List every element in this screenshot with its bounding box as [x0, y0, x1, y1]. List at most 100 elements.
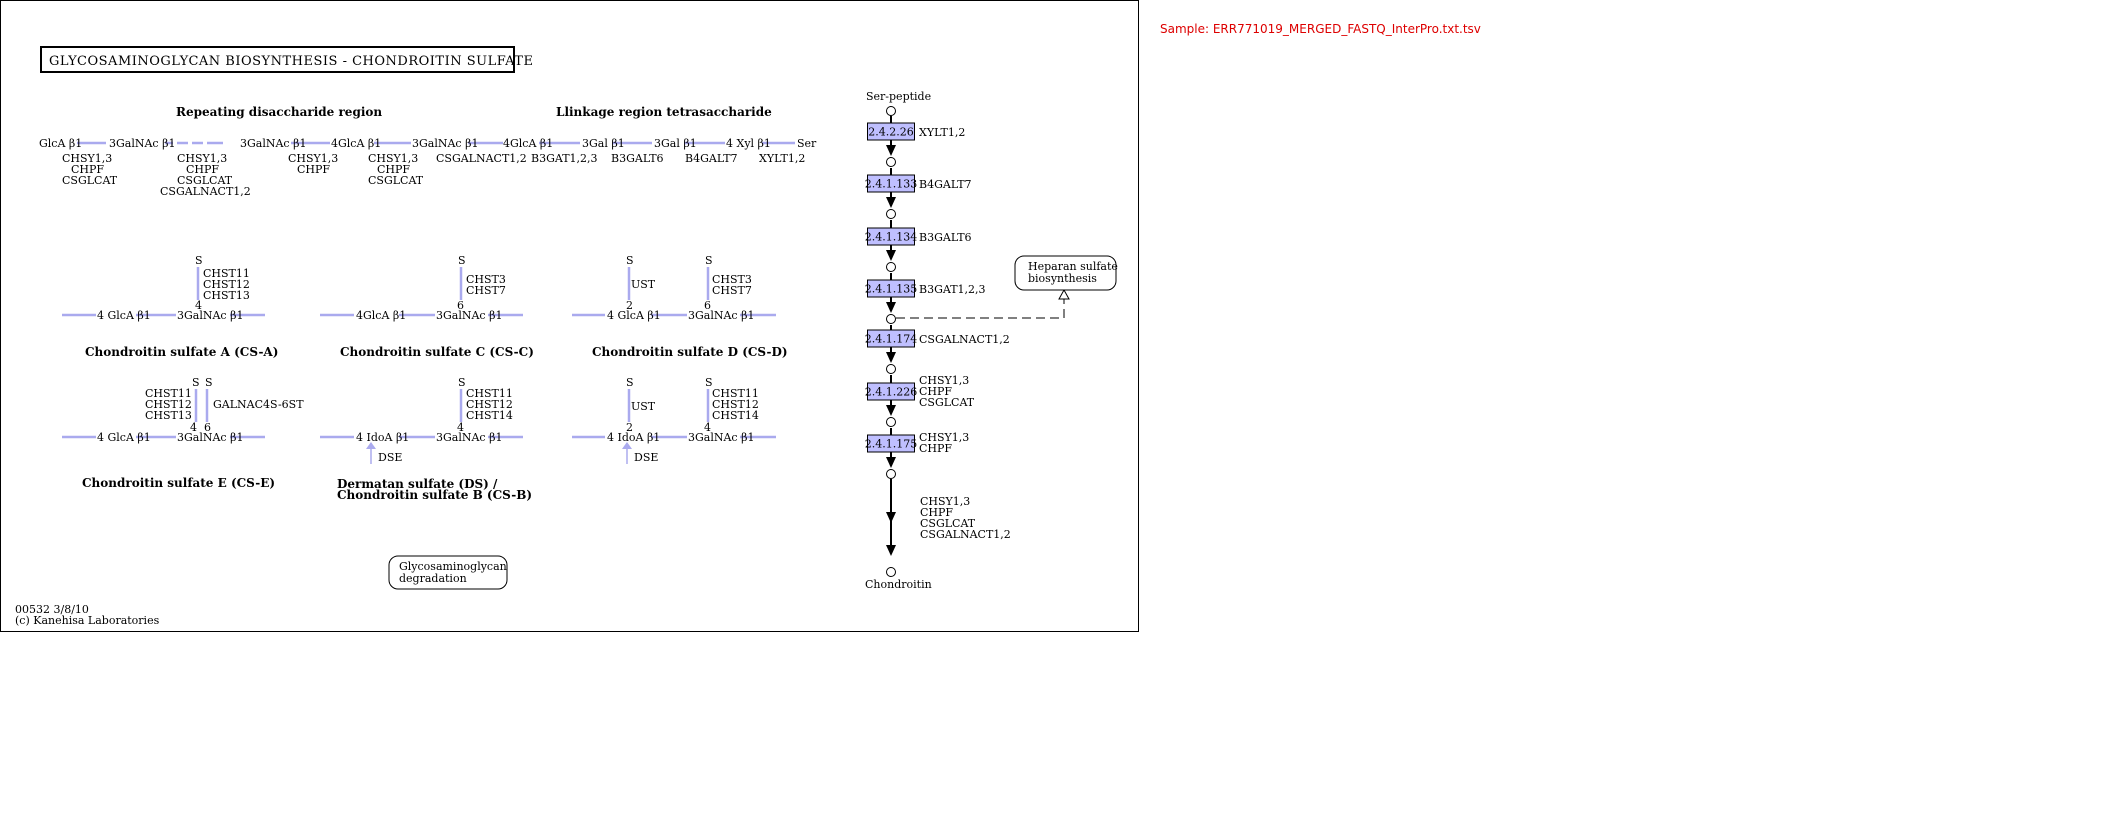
enzyme-label[interactable]: CSGLCAT [920, 517, 976, 530]
glca-residue-1: GlcA β1 [39, 137, 82, 150]
enzyme-label[interactable]: CSGLCAT [177, 174, 233, 187]
gene-label[interactable]: B3GAT1,2,3 [919, 283, 986, 296]
enzyme-label[interactable]: CHST3 [466, 273, 506, 286]
ser-residue: Ser [797, 137, 817, 150]
ec-number[interactable]: 2.4.1.134 [865, 231, 917, 244]
enzyme-label[interactable]: CHPF [71, 163, 104, 176]
cs-d-label: Chondroitin sulfate D (CS-D) [592, 345, 788, 359]
galnac-residue: 3GalNAc β1 [177, 431, 243, 444]
enzyme-label[interactable]: CSGLCAT [62, 174, 118, 187]
enzyme-label[interactable]: B4GALT7 [685, 152, 738, 165]
enzyme-label[interactable]: CHSY1,3 [288, 152, 338, 165]
enzyme-label[interactable]: B3GAT1,2,3 [531, 152, 598, 165]
position-label: 4 [704, 421, 711, 434]
heparan-map-link[interactable]: Heparan sulfate biosynthesis [1014, 255, 1118, 291]
ec-number[interactable]: 2.4.1.133 [865, 178, 917, 191]
cs-d-structure: S S 2 6 4 GlcA β1 3GalNAc β1 UST CHST3 C… [572, 254, 788, 359]
gene-label[interactable]: CHPF [919, 385, 952, 398]
enzyme-label[interactable]: CHST11 [466, 387, 513, 400]
degradation-link-line1: Glycosaminoglycan [399, 560, 507, 573]
galnac-residue-1: 3GalNAc β1 [109, 137, 175, 150]
enzyme-label[interactable]: CHST13 [145, 409, 192, 422]
compound-node [886, 157, 896, 167]
enzyme-label[interactable]: UST [631, 400, 656, 413]
enzyme-label[interactable]: DSE [378, 451, 402, 464]
enzyme-label[interactable]: CHST12 [466, 398, 513, 411]
enzyme-label[interactable]: UST [631, 278, 656, 291]
enzyme-label[interactable]: CHST11 [203, 267, 250, 280]
enzyme-label[interactable]: CHSY1,3 [62, 152, 112, 165]
arrow-head [886, 457, 896, 468]
arrow-head [886, 405, 896, 416]
enzyme-label[interactable]: CSGALNACT1,2 [160, 185, 251, 198]
enzyme-label[interactable]: CHSY1,3 [368, 152, 418, 165]
gene-label[interactable]: CSGALNACT1,2 [919, 333, 1010, 346]
gene-label[interactable]: XYLT1,2 [919, 126, 965, 139]
compound-node [886, 106, 896, 116]
enzyme-label[interactable]: CHST13 [203, 289, 250, 302]
position-label: 6 [457, 299, 464, 312]
gene-label[interactable]: CHPF [919, 442, 952, 455]
enzyme-label[interactable]: CHST14 [712, 409, 759, 422]
enzyme-label[interactable]: CHPF [186, 163, 219, 176]
galnac-residue: 3GalNAc β1 [688, 431, 754, 444]
gene-label[interactable]: B3GALT6 [919, 231, 972, 244]
enzyme-label[interactable]: CSGLCAT [368, 174, 424, 187]
cs-e-label: Chondroitin sulfate E (CS-E) [82, 476, 275, 490]
enzyme-label[interactable]: CHST11 [712, 387, 759, 400]
glca-residue-2: 4GlcA β1 [331, 137, 381, 150]
ec-number[interactable]: 2.4.1.135 [865, 283, 917, 296]
sulfate-label: S [705, 254, 713, 267]
enzyme-label[interactable]: CHST7 [712, 284, 752, 297]
ds-structure: S 4 4 IdoA β1 3GalNAc β1 CHST11 CHST12 C… [320, 376, 532, 502]
enzyme-label[interactable]: CHST12 [145, 398, 192, 411]
enzyme-label[interactable]: CHST7 [466, 284, 506, 297]
sulfate-label: S [626, 376, 634, 389]
gene-label[interactable]: CSGLCAT [919, 396, 975, 409]
position-label: 2 [626, 421, 633, 434]
pathway-map: GLYCOSAMINOGLYCAN BIOSYNTHESIS - CHONDRO… [0, 0, 1139, 632]
compound-node [886, 364, 896, 374]
degradation-link-line2: degradation [399, 572, 467, 585]
cs-e-structure: S S 4 6 4 GlcA β1 3GalNAc β1 CHST11 CHST… [62, 376, 304, 490]
enzyme-label[interactable]: XYLT1,2 [759, 152, 805, 165]
linkage-region-header: Llinkage region tetrasaccharide [556, 105, 772, 119]
cs-d-idoa-structure: S S 2 4 4 IdoA β1 3GalNAc β1 UST CHST11 … [572, 376, 776, 464]
enzyme-label[interactable]: CHST14 [466, 409, 513, 422]
compound-node [886, 262, 896, 272]
gene-label[interactable]: B4GALT7 [919, 178, 972, 191]
enzyme-label[interactable]: CHPF [377, 163, 410, 176]
heparan-link-line2: biosynthesis [1028, 272, 1097, 285]
glca-residue: 4 GlcA β1 [97, 431, 151, 444]
final-step: CHSY1,3 CHPF CSGLCAT CSGALNACT1,2 Chondr… [865, 495, 1011, 591]
map-id: 00532 3/8/10 [15, 603, 89, 616]
cs-a-structure: S 4 4 GlcA β1 3GalNAc β1 CHST11 CHST12 C… [62, 254, 278, 359]
ec-number[interactable]: 2.4.2.26 [868, 126, 913, 139]
enzyme-label[interactable]: CHST12 [712, 398, 759, 411]
galnac-residue: 3GalNAc β1 [436, 431, 502, 444]
enzyme-label[interactable]: CHPF [920, 506, 953, 519]
enzyme-label[interactable]: CSGALNACT1,2 [436, 152, 527, 165]
enzyme-label[interactable]: DSE [634, 451, 658, 464]
galnac-residue: 3GalNAc β1 [436, 309, 502, 322]
idoa-residue: 4 IdoA β1 [607, 431, 660, 444]
gene-label[interactable]: CHSY1,3 [919, 431, 969, 444]
enzyme-label[interactable]: CHST12 [203, 278, 250, 291]
repeating-region-header: Repeating disaccharide region [176, 105, 382, 119]
ec-number[interactable]: 2.4.1.226 [865, 386, 917, 399]
enzyme-label[interactable]: CSGALNACT1,2 [920, 528, 1011, 541]
ec-number[interactable]: 2.4.1.175 [865, 438, 917, 451]
enzyme-label[interactable]: CHST11 [145, 387, 192, 400]
enzyme-label[interactable]: CHSY1,3 [920, 495, 970, 508]
enzyme-label[interactable]: B3GALT6 [611, 152, 664, 165]
gene-label[interactable]: CHSY1,3 [919, 374, 969, 387]
arrow-head [886, 302, 896, 313]
gal-residue-2: 3Gal β1 [654, 137, 697, 150]
ec-number[interactable]: 2.4.1.174 [865, 333, 917, 346]
enzyme-label[interactable]: CHST3 [712, 273, 752, 286]
enzyme-label[interactable]: CHPF [297, 163, 330, 176]
degradation-map-link[interactable]: Glycosaminoglycan degradation [388, 555, 508, 590]
enzyme-label[interactable]: GALNAC4S-6ST [213, 398, 304, 411]
enzyme-label[interactable]: CHSY1,3 [177, 152, 227, 165]
